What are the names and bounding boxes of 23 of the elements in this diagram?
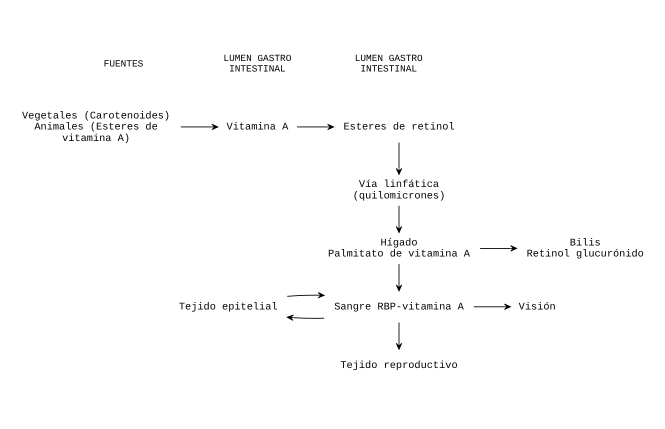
node-text: Vegetales (Carotenoides) Animales (Esteres de vitamina A) — [22, 110, 170, 145]
arrow — [480, 245, 518, 252]
arrow — [396, 142, 402, 175]
arrow — [180, 124, 218, 130]
arrow — [286, 292, 325, 298]
arrow — [286, 314, 325, 321]
arrow — [296, 124, 334, 130]
node-text: Visión — [518, 301, 556, 314]
arrow — [396, 264, 402, 292]
node-text: Esteres de retinol — [343, 122, 455, 134]
node-text: Tejido reproductivo — [340, 360, 458, 372]
arrow — [396, 205, 402, 233]
node-text: Vía linfática (quilomicrones) — [352, 179, 446, 202]
arrow — [396, 322, 402, 350]
node-text: Sangre RBP-vitamina A — [334, 301, 464, 314]
node-text: Tejido epitelial — [178, 301, 278, 314]
label: LUMEN GASTRO INTESTINAL — [354, 53, 423, 74]
node-text: Hígado Palmitato de vitamina A — [328, 237, 470, 261]
node-text: Vitamina A — [226, 122, 288, 134]
label: FUENTES — [104, 58, 144, 70]
arrow — [473, 304, 511, 310]
node-text: Bilis Retinol glucurónido — [526, 237, 644, 261]
label: LUMEN GASTRO INTESTINAL — [223, 53, 292, 74]
